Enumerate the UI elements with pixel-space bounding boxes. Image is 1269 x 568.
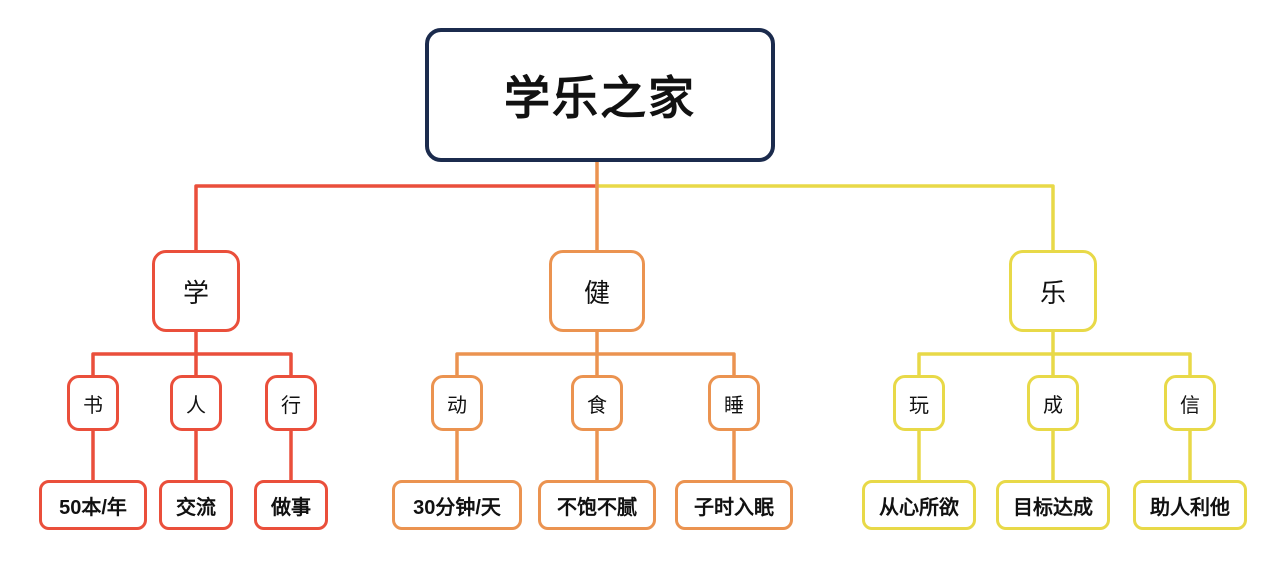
node-sleep[interactable]: 睡	[708, 375, 760, 431]
leaf-communicate[interactable]: 交流	[159, 480, 233, 530]
node-play[interactable]: 玩	[893, 375, 945, 431]
connector-health-children	[455, 330, 736, 482]
connector-learn-children	[91, 330, 293, 482]
leaf-not-overeat[interactable]: 不饱不腻	[538, 480, 656, 530]
node-trust[interactable]: 信	[1164, 375, 1216, 431]
leaf-help-others[interactable]: 助人利他	[1133, 480, 1247, 530]
node-achieve[interactable]: 成	[1027, 375, 1079, 431]
node-branch-joy[interactable]: 乐	[1009, 250, 1097, 332]
node-branch-health[interactable]: 健	[549, 250, 645, 332]
node-root[interactable]: 学乐之家	[425, 28, 775, 162]
leaf-goal-reached[interactable]: 目标达成	[996, 480, 1110, 530]
node-exercise[interactable]: 动	[431, 375, 483, 431]
leaf-do-things[interactable]: 做事	[254, 480, 328, 530]
node-book[interactable]: 书	[67, 375, 119, 431]
connector-branch-learn	[194, 184, 599, 252]
node-food[interactable]: 食	[571, 375, 623, 431]
leaf-minutes-per-day[interactable]: 30分钟/天	[392, 480, 522, 530]
connector-branch-joy	[595, 184, 1055, 252]
leaf-sleep-early[interactable]: 子时入眠	[675, 480, 793, 530]
leaf-books-per-year[interactable]: 50本/年	[39, 480, 147, 530]
node-branch-learn[interactable]: 学	[152, 250, 240, 332]
leaf-follow-heart[interactable]: 从心所欲	[862, 480, 976, 530]
connector-joy-children	[917, 330, 1192, 482]
node-people[interactable]: 人	[170, 375, 222, 431]
node-action[interactable]: 行	[265, 375, 317, 431]
